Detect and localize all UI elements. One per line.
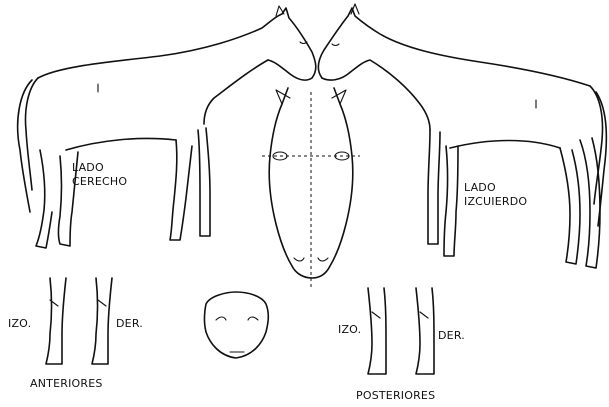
label-lado-derecho-line1: LADO [72, 162, 104, 174]
head-front-view-drawing [262, 88, 360, 288]
label-lado-derecho-line2: CERECHO [72, 176, 127, 188]
horse-right-side-drawing [18, 6, 316, 248]
label-anteriores: ANTERIORES [30, 378, 103, 390]
label-lado-izquierdo-line2: IZCUIERDO [464, 196, 527, 208]
anterior-legs-drawing [46, 278, 112, 364]
horse-left-side-drawing [318, 4, 606, 268]
hoof-sole-drawing [205, 292, 269, 358]
posterior-legs-drawing [368, 288, 434, 374]
label-anterior-izq: IZO. [8, 318, 31, 330]
label-posterior-izq: IZO. [338, 324, 361, 336]
label-anterior-der: DER. [116, 318, 143, 330]
label-lado-izquierdo-line1: LADO [464, 182, 496, 194]
label-posteriores: POSTERIORES [356, 390, 435, 402]
label-posterior-der: DER. [438, 330, 465, 342]
